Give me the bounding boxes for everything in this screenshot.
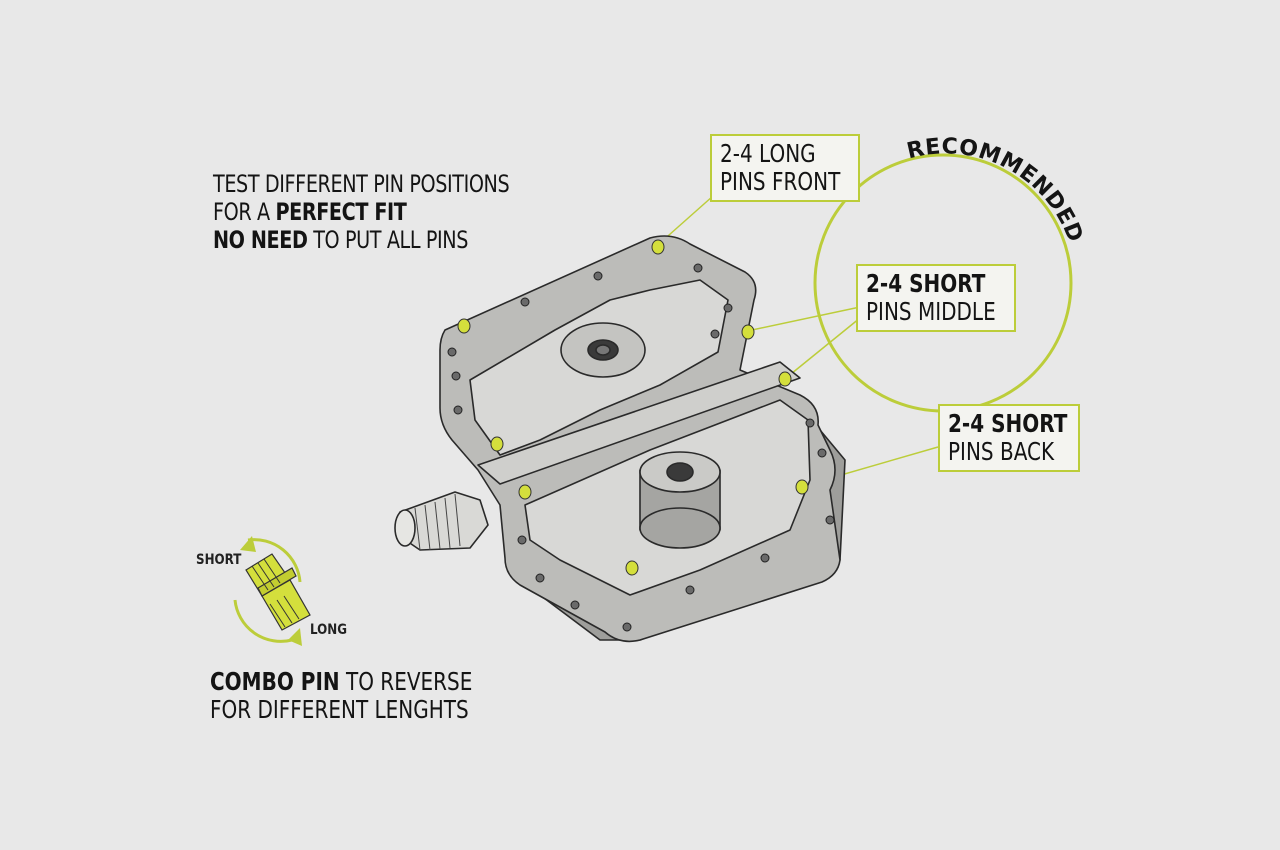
combo-bold: COMBO PIN [210,667,340,696]
combo-pin-caption: COMBO PIN TO REVERSE FOR DIFFERENT LENGH… [210,668,472,724]
callout-front-line-1: 2-4 LONG [720,139,816,168]
callout-back-line-1: 2-4 SHORT [948,409,1068,438]
pin-short-label: SHORT [196,552,242,568]
callout-back-pins: 2-4 SHORT PINS BACK [938,404,1080,472]
combo-line-1: COMBO PIN TO REVERSE [210,668,472,696]
heading-line-3-bold: NO NEED [213,226,308,254]
pins [457,239,809,576]
callout-front-line-2: PINS FRONT [720,167,841,196]
heading-line-3: NO NEED TO PUT ALL PINS [213,226,509,254]
callout-front-pins: 2-4 LONG PINS FRONT [710,134,860,202]
heading-line-1: TEST DIFFERENT PIN POSITIONS [213,170,510,198]
heading-line-2: FOR A PERFECT FIT [213,198,509,226]
pin-long-label: LONG [310,622,348,638]
combo-pin-icon [233,536,311,646]
callout-back-line-2: PINS BACK [948,437,1055,466]
heading-line-2-bold: PERFECT FIT [275,198,407,226]
heading-line-3-text: TO PUT ALL PINS [307,226,469,254]
pedal-holes [447,263,835,632]
pedal-body [394,235,846,643]
callout-middle-line-1: 2-4 SHORT [866,269,986,298]
recommended-label: RECOMMENDED [905,134,1088,246]
callout-middle-pins: 2-4 SHORT PINS MIDDLE [856,264,1016,332]
callout-middle-line-2: PINS MIDDLE [866,297,996,326]
heading-line-2-text: FOR A [213,198,276,226]
instructions-heading: TEST DIFFERENT PIN POSITIONS FOR A PERFE… [213,170,510,254]
combo-line-2: FOR DIFFERENT LENGHTS [210,695,469,724]
combo-rest: TO REVERSE [339,667,473,696]
